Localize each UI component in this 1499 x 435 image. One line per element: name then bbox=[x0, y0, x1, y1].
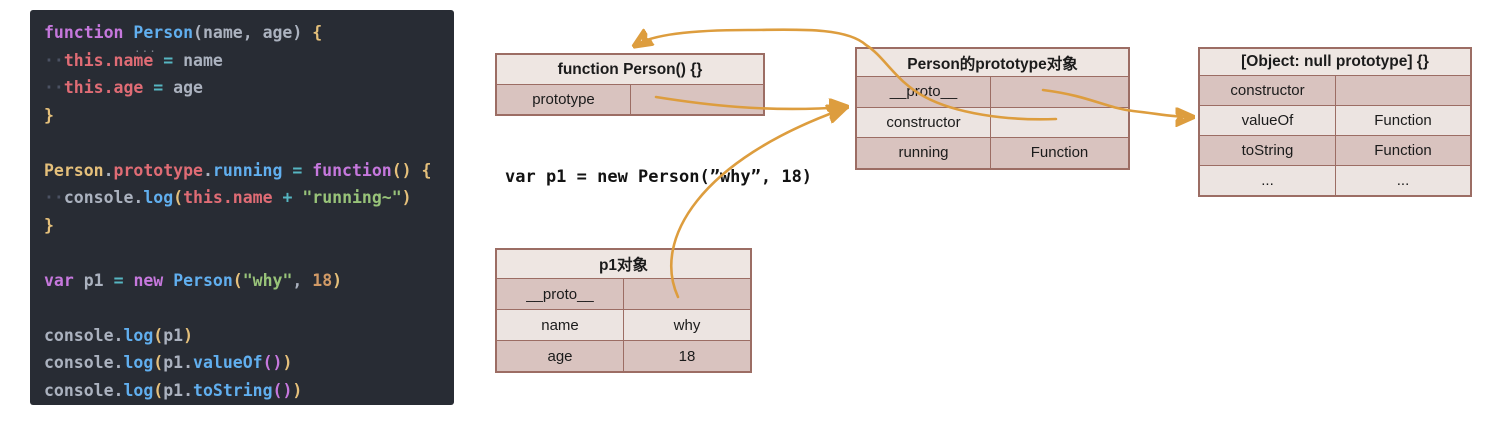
cell-key: name bbox=[541, 316, 579, 334]
cell-key: toString bbox=[1241, 142, 1294, 159]
code-line: console.log(p1.toString()) bbox=[44, 380, 303, 400]
cell-value: Function bbox=[1335, 136, 1470, 165]
table-row: age 18 bbox=[497, 340, 750, 371]
table-p1-object: p1对象 __proto__ name why age 18 bbox=[495, 248, 752, 373]
table-title: function Person() {} bbox=[497, 55, 763, 84]
cell-key: constructor bbox=[886, 113, 961, 131]
code-line bbox=[44, 294, 454, 322]
code-line bbox=[44, 239, 454, 267]
code-line: function Person(name, age) { bbox=[44, 23, 323, 42]
cell-key: age bbox=[547, 347, 573, 365]
code-line: var p1 = new Person("why", 18) bbox=[44, 270, 343, 290]
code-line: ··this.name = name bbox=[44, 50, 223, 70]
cell-value: why bbox=[623, 310, 750, 340]
cell-key: valueOf bbox=[1241, 112, 1294, 129]
table-row: toString Function bbox=[1200, 135, 1470, 165]
table-row: valueOf Function bbox=[1200, 105, 1470, 135]
table-function-person: function Person() {} prototype bbox=[495, 53, 765, 116]
cell-key: ... bbox=[1261, 172, 1274, 189]
code-line: ··this.age = age bbox=[44, 78, 203, 97]
table-person-prototype-object: Person的prototype对象 __proto__ constructor… bbox=[855, 47, 1130, 170]
cell-key: constructor bbox=[1230, 82, 1305, 99]
code-line: Person.prototype.running = function() { bbox=[44, 160, 432, 180]
table-row: __proto__ bbox=[497, 278, 750, 309]
table-title: [Object: null prototype] {} bbox=[1200, 49, 1470, 75]
table-title: p1对象 bbox=[497, 250, 750, 278]
code-editor-panel: function Person(name, age) { ··this.name… bbox=[30, 10, 454, 405]
table-title: Person的prototype对象 bbox=[857, 49, 1128, 76]
cell-value: 18 bbox=[623, 341, 750, 371]
code-line bbox=[44, 129, 454, 157]
table-row: prototype bbox=[497, 84, 763, 114]
cell-value bbox=[990, 77, 1128, 107]
code-line: ··console.log(this.name + "running~") bbox=[44, 188, 412, 207]
cell-key: running bbox=[898, 144, 949, 162]
cell-key: __proto__ bbox=[889, 83, 958, 101]
table-row: name why bbox=[497, 309, 750, 340]
cell-key: __proto__ bbox=[526, 285, 594, 303]
cell-key: prototype bbox=[532, 91, 595, 108]
cell-value: ... bbox=[1335, 166, 1470, 195]
cell-value: Function bbox=[990, 138, 1128, 168]
code-line: } bbox=[44, 215, 54, 235]
cell-value: Function bbox=[1335, 106, 1470, 135]
table-row: ... ... bbox=[1200, 165, 1470, 195]
table-row: constructor bbox=[1200, 75, 1470, 105]
code-line: console.log(p1) bbox=[44, 325, 194, 345]
cell-value bbox=[623, 279, 750, 309]
code-line: console.log(p1.valueOf()) bbox=[44, 353, 293, 372]
cell-value bbox=[630, 85, 763, 114]
var-p1-annotation: var p1 = new Person(”why”, 18) bbox=[505, 167, 813, 187]
cell-value bbox=[1335, 76, 1470, 105]
table-row: __proto__ bbox=[857, 76, 1128, 107]
table-object-null-prototype: [Object: null prototype] {} constructor … bbox=[1198, 47, 1472, 197]
table-row: running Function bbox=[857, 137, 1128, 168]
table-row: constructor bbox=[857, 106, 1128, 137]
cell-value bbox=[990, 107, 1128, 137]
reference-codelens-hint: ... bbox=[134, 42, 157, 55]
code-line: } bbox=[44, 105, 54, 125]
